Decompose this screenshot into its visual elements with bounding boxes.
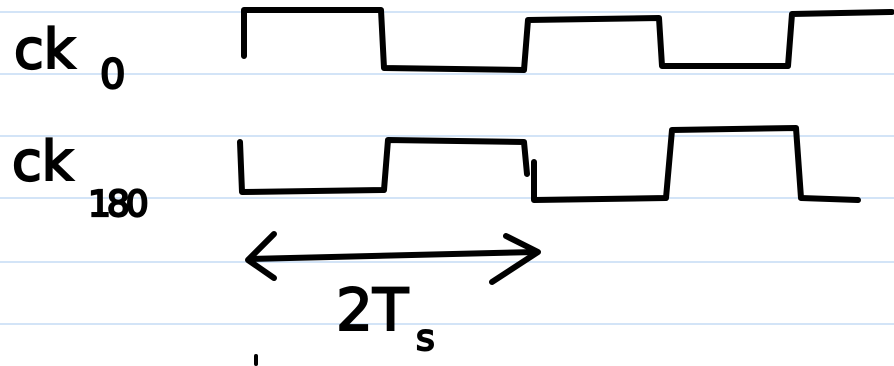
arrow-shaft (247, 249, 539, 262)
period-arrow (245, 231, 541, 285)
period-label-subscript: s (416, 318, 435, 359)
waveform-ck0 (241, 7, 894, 73)
label-ck0-sub: 0 (100, 52, 125, 98)
label-ck180-main: ck (12, 130, 74, 193)
label-ck180-sub: 180 (88, 184, 147, 225)
label-ck0: ck 0 (13, 17, 127, 99)
waveform-ck180 (237, 125, 861, 203)
arrow-head-left (245, 231, 277, 281)
arrow-head-right (489, 233, 541, 285)
period-label-main: 2T (336, 276, 409, 344)
label-ck180: ck 180 (11, 129, 152, 226)
label-ck0-main: ck (14, 18, 76, 81)
period-label: 2T s (335, 275, 436, 360)
ruled-lines (0, 11, 894, 325)
